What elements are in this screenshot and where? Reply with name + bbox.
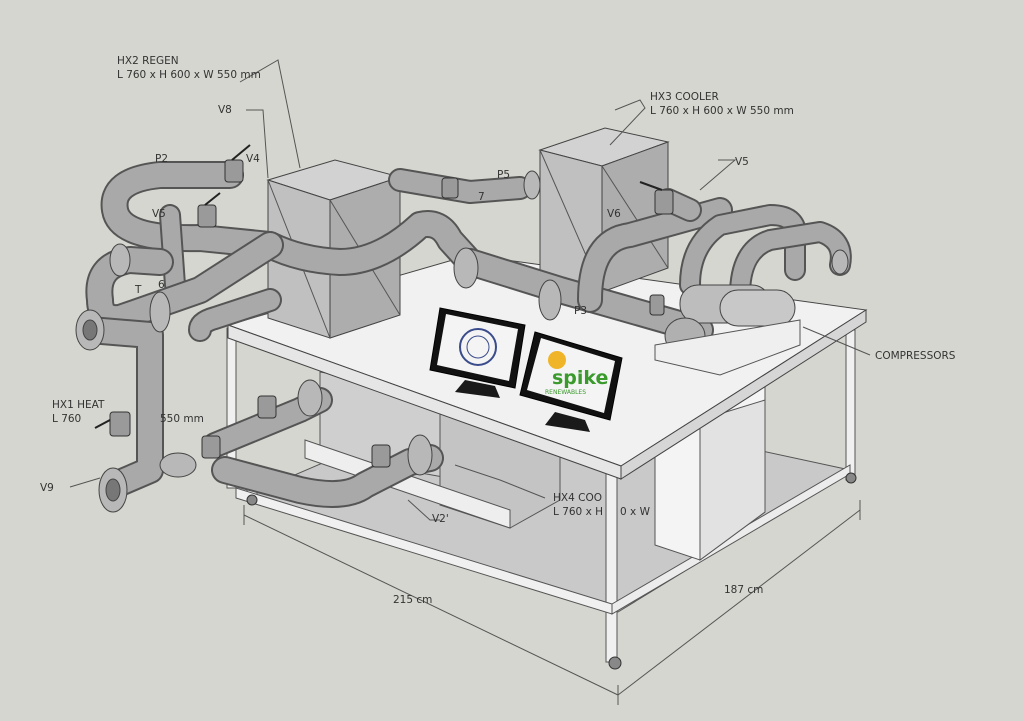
t-label: T (134, 284, 142, 296)
v9-label: V9 (40, 482, 54, 494)
spike-logo-text: spike (552, 367, 608, 389)
spike-logo-subtext: RENEWABLES (545, 389, 586, 396)
spike-flower-icon (548, 351, 566, 369)
depth-dimension: 187 cm (724, 584, 763, 596)
v6-label: V6 (607, 208, 621, 220)
p5-label: P5 (497, 169, 510, 181)
hx1-dims-b: 550 mm (160, 413, 204, 425)
valves (94, 144, 674, 468)
v8-label: V8 (218, 104, 232, 116)
flanges (75, 170, 849, 513)
hx2-title: HX2 REGEN (117, 55, 179, 67)
v5-right-label: V5 (735, 156, 749, 168)
left-touchscreen (429, 307, 526, 398)
hx3-dims: L 760 x H 600 x W 550 mm (650, 105, 794, 117)
leader-lines (69, 59, 871, 521)
right-touchscreen: spike RENEWABLES (519, 331, 623, 432)
labels: HX2 REGEN L 760 x H 600 x W 550 mm V8 P2… (40, 55, 956, 606)
hx4-title: HX4 COO (553, 492, 602, 504)
p3-label: P3 (574, 305, 587, 317)
hx4-dims-b: 0 x W (620, 506, 651, 518)
university-seal-icon (459, 328, 497, 366)
hx1-dims-a: L 760 (52, 413, 81, 425)
p2-label: P2 (155, 153, 168, 165)
hx2-dims: L 760 x H 600 x W 550 mm (117, 69, 261, 81)
v4-label: V4 (246, 153, 260, 165)
hx3-title: HX3 COOLER (650, 91, 719, 103)
hx1-title: HX1 HEAT (52, 399, 105, 411)
t-num-label: 6 (158, 279, 165, 291)
v2-label: V2' (432, 513, 449, 525)
compressors-label: COMPRESSORS (875, 350, 956, 362)
compressors (654, 284, 801, 376)
v7-label: 7 (478, 191, 485, 203)
v5-left-label: V5 (152, 208, 166, 220)
dimension-lines (243, 500, 861, 705)
hx4-dims-a: L 760 x H (553, 506, 603, 518)
width-dimension: 215 cm (393, 594, 432, 606)
